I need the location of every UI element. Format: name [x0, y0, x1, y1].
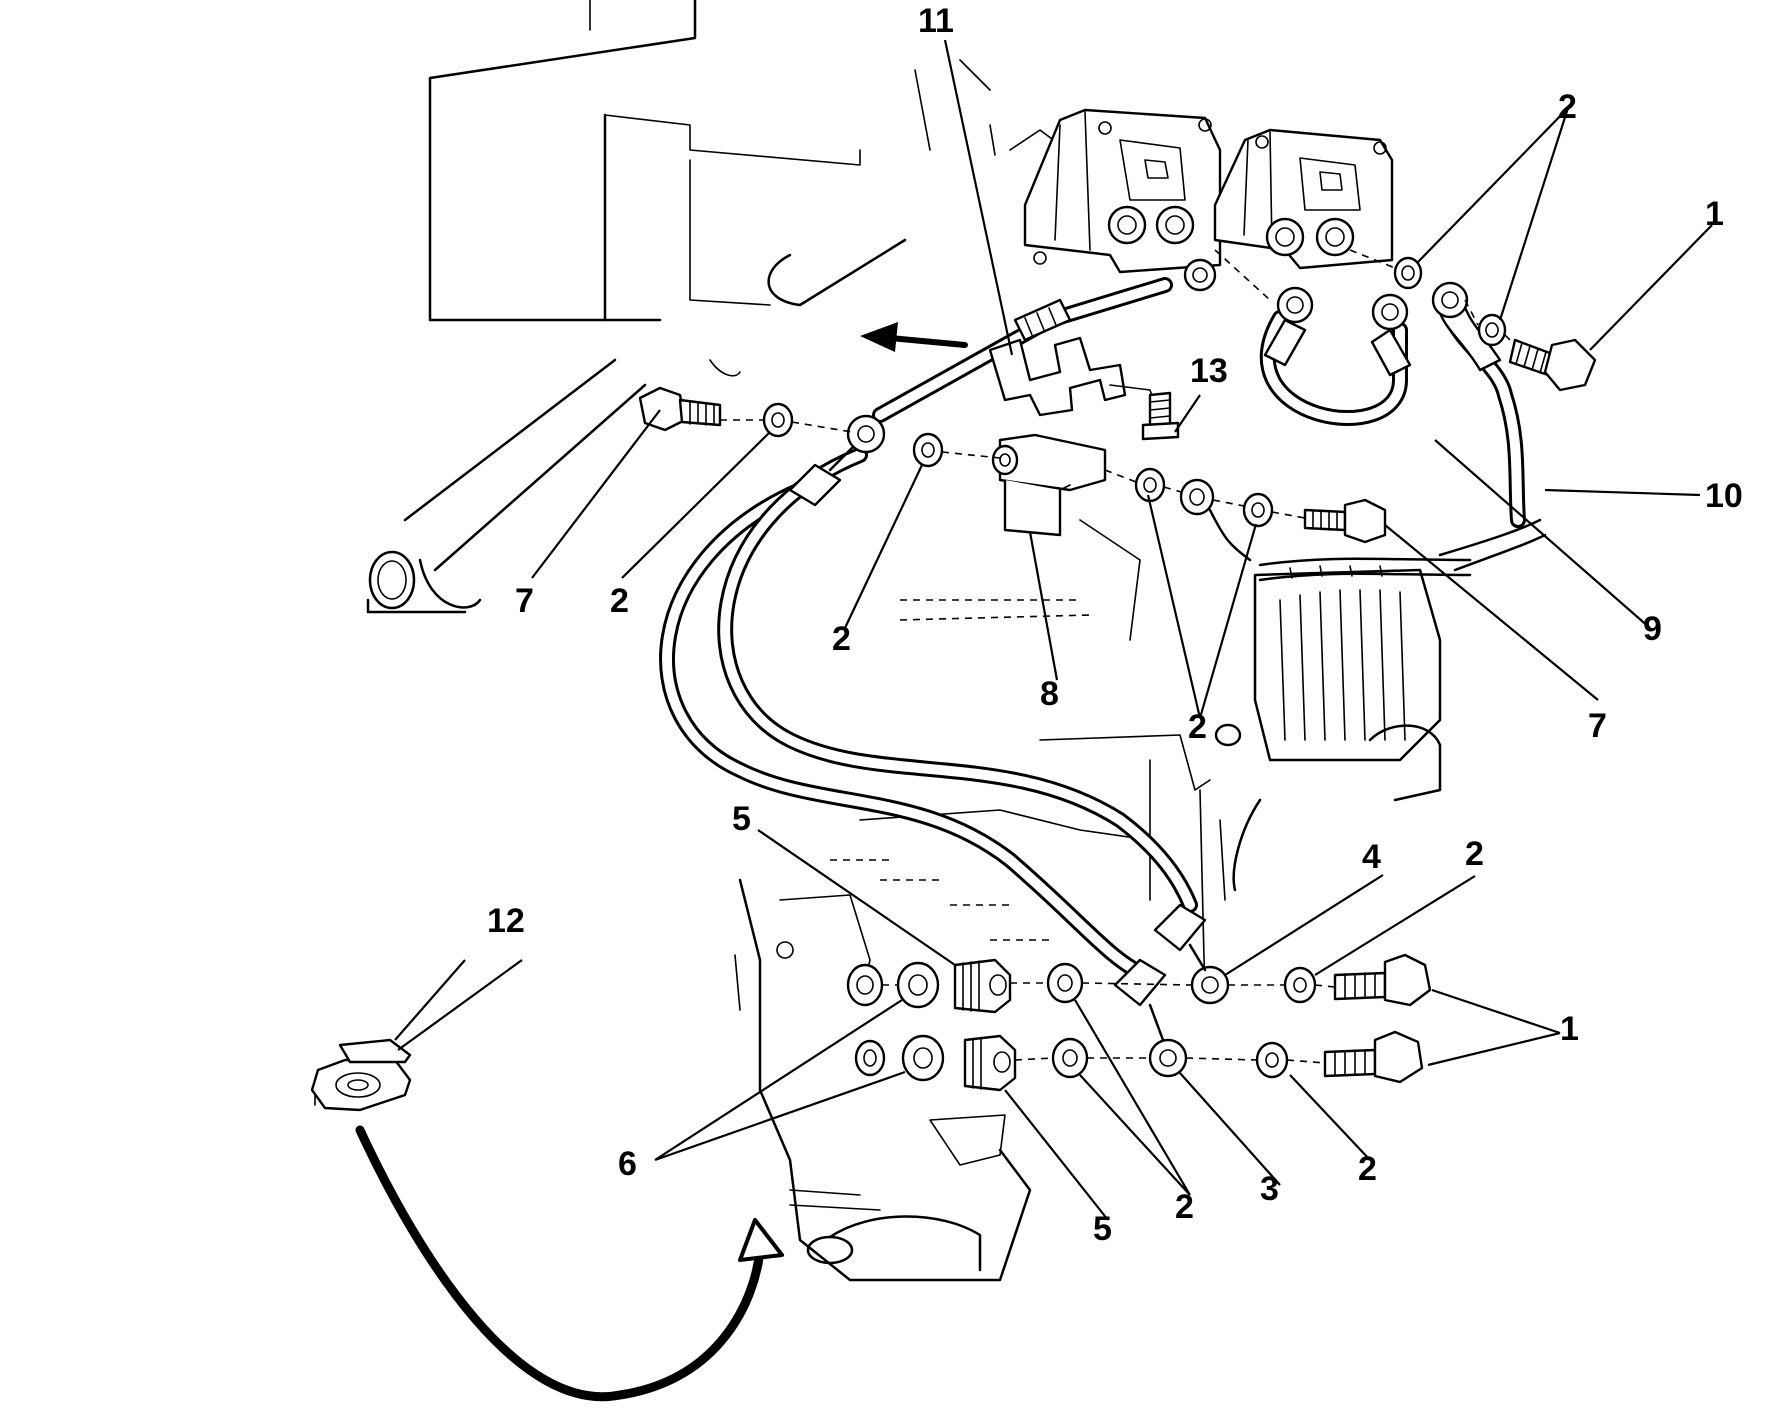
washer-caliper-2 [1477, 313, 1507, 347]
brake-caliper-right [1213, 128, 1394, 270]
callout-1-upper: 1 [1705, 195, 1724, 233]
callout-2-lower-right-top: 2 [1465, 835, 1484, 873]
hose-fitting-upper-left [788, 414, 886, 507]
bolt-7-right [1303, 498, 1387, 544]
callout-10: 10 [1705, 477, 1743, 515]
callout-7-left: 7 [515, 582, 534, 620]
housing-port-bottom [854, 1039, 886, 1077]
caliper-bridge-hose [1259, 286, 1412, 426]
leader-lines [394, 39, 1713, 1221]
washer-caliper-1 [1393, 256, 1423, 290]
washer-lower-b [1255, 1041, 1289, 1079]
callout-5-top: 5 [732, 800, 751, 838]
banjo-upper-right [1179, 478, 1252, 562]
bolt-7-left [638, 386, 722, 432]
callout-9: 9 [1643, 610, 1662, 648]
callout-5-bottom: 5 [1093, 1210, 1112, 1248]
callout-2-bottom: 2 [1175, 1188, 1194, 1226]
junction-block [991, 433, 1107, 537]
callout-2-upper-right: 2 [1558, 88, 1577, 126]
differential-housing [734, 809, 1151, 1282]
washer-upper-4 [1242, 492, 1274, 528]
hose-bracket [988, 336, 1156, 417]
curved-arrow [355, 1125, 784, 1402]
callout-13: 13 [1190, 352, 1228, 390]
brake-hose-10 [1431, 281, 1526, 528]
callout-2-lower-right-bottom: 2 [1358, 1150, 1377, 1188]
union-5-top [953, 958, 1012, 1014]
washer-lower-c [1046, 962, 1084, 1004]
brake-hose-upper [872, 258, 1217, 423]
washer-lower-a [1283, 966, 1317, 1004]
callout-6: 6 [618, 1145, 637, 1183]
callout-2-left: 2 [610, 582, 629, 620]
washer-lower-d [1051, 1037, 1089, 1079]
washer-upper-2 [912, 432, 944, 468]
callout-8: 8 [1040, 675, 1059, 713]
bolt-1-lower-top [1333, 953, 1432, 1007]
brake-caliper-left [1023, 108, 1222, 274]
washer-6-top [896, 961, 940, 1009]
callout-2-center: 2 [1188, 708, 1207, 746]
callout-11: 11 [918, 2, 954, 40]
washer-upper-3 [1134, 467, 1166, 503]
callout-7-right: 7 [1588, 707, 1607, 745]
brake-hose-long-left [659, 482, 1153, 983]
callout-4: 4 [1362, 838, 1381, 876]
housing-port-top [846, 963, 884, 1007]
master-cylinder-body [899, 519, 1442, 1001]
vehicle-frame-outline [366, 0, 1081, 614]
brake-hose-long-right [717, 447, 1198, 913]
callout-12: 12 [487, 902, 525, 940]
direction-arrow [860, 322, 968, 352]
bolt-1-lower-bottom [1323, 1030, 1424, 1084]
hose-fitting-lower-3 [1113, 958, 1188, 1078]
callout-2-middle: 2 [832, 620, 851, 658]
callout-3: 3 [1260, 1170, 1279, 1208]
washer-6-bottom [901, 1034, 945, 1082]
bolt-1-upper [1508, 338, 1597, 392]
clip-12 [310, 1038, 412, 1112]
hose-fitting-lower-4 [1153, 903, 1230, 1005]
rigid-brake-line [1258, 518, 1547, 582]
washer-upper-1 [762, 402, 794, 438]
bolt-13 [1141, 391, 1180, 441]
callout-1-lower: 1 [1560, 1010, 1579, 1048]
union-5-bottom [963, 1034, 1017, 1092]
